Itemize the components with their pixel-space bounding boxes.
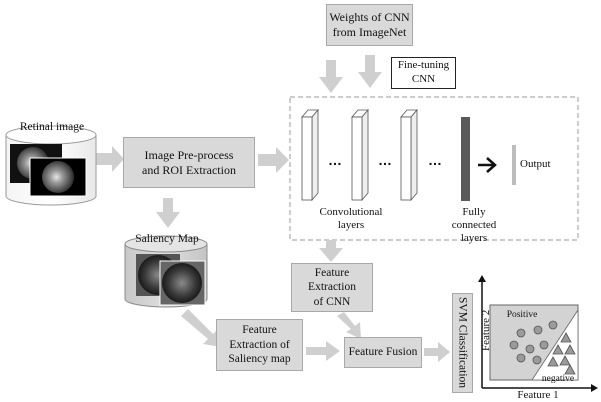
feature-extraction-saliency-box: Feature Extraction of Saliency map — [216, 319, 303, 371]
feature1-label: Feature 1 — [508, 389, 568, 402]
flow-arrows — [96, 55, 450, 362]
ellipsis-2: … — [378, 152, 393, 168]
arrow-preprocess-right — [258, 147, 289, 173]
fine-tuning-box: Fine-tuning CNN — [391, 57, 456, 89]
svm-classification-box: SVM Classification — [452, 293, 473, 393]
feature-extraction-cnn-box: Feature Extraction of CNN — [291, 263, 373, 312]
positive-label: Positive — [500, 310, 544, 321]
fc-layers-label: Fully connected layers — [432, 206, 516, 246]
conv-layers-label: Convolutional layers — [306, 206, 396, 232]
arrow-cnnfeat-down — [337, 312, 361, 339]
preprocess-box: Image Pre-process and ROI Extraction — [123, 137, 255, 188]
ellipsis-1: … — [328, 152, 343, 168]
negative-label: negative — [536, 374, 580, 385]
output-arrow — [478, 158, 495, 172]
retinal-image-label: Retinal image — [9, 121, 95, 135]
fc-layer-bar — [461, 117, 470, 201]
feature2-label: Feature 2 — [477, 300, 495, 360]
output-label: Output — [520, 158, 560, 171]
arrow-preprocess-down — [156, 198, 180, 228]
arrow-retinal-right — [96, 146, 124, 172]
retinal-cylinder — [6, 126, 96, 205]
arrow-finetune-down — [319, 60, 343, 93]
conv-layer-slabs — [302, 110, 417, 200]
arrow-weights-down — [358, 55, 382, 88]
feature-fusion-box: Feature Fusion — [344, 337, 422, 368]
output-bar — [512, 145, 516, 185]
arrow-fusion-right — [424, 342, 450, 362]
saliency-map-label: Saliency Map — [128, 233, 206, 247]
arrow-saliency-diag — [181, 309, 221, 347]
ellipsis-3: … — [428, 152, 443, 168]
arrow-cnn-down — [319, 240, 343, 262]
arrow-salfeat-right — [306, 341, 340, 361]
weights-box: Weights of CNN from ImageNet — [326, 4, 413, 46]
